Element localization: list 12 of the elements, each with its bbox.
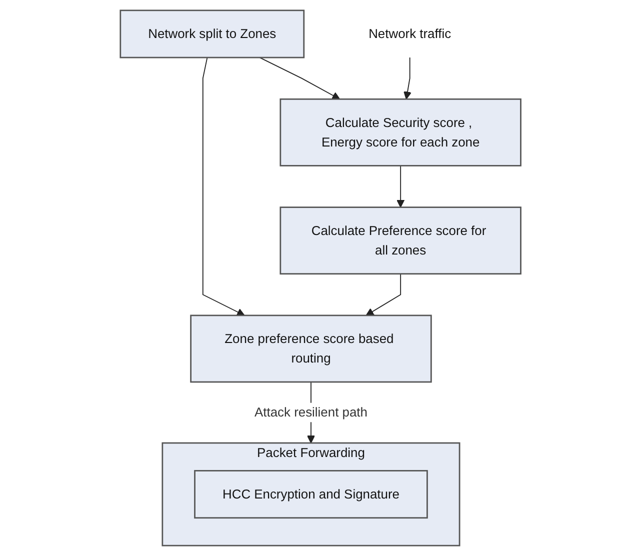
node-text: Network traffic <box>369 26 452 41</box>
edge-label: Attack resilient path <box>254 404 368 420</box>
node-box: HCC Encryption and Signature <box>194 470 428 519</box>
node-box: Zone preference score based routing <box>190 314 432 383</box>
arrow <box>404 57 412 100</box>
node-box: Calculate Preference score for all zones <box>280 206 522 275</box>
arrow <box>366 273 402 316</box>
arrow <box>202 57 246 316</box>
arrow <box>396 165 406 208</box>
node-box: Calculate Security score , Energy score for each zone <box>280 98 522 166</box>
node-box: Network split to Zones <box>120 10 305 58</box>
arrow <box>260 57 341 100</box>
